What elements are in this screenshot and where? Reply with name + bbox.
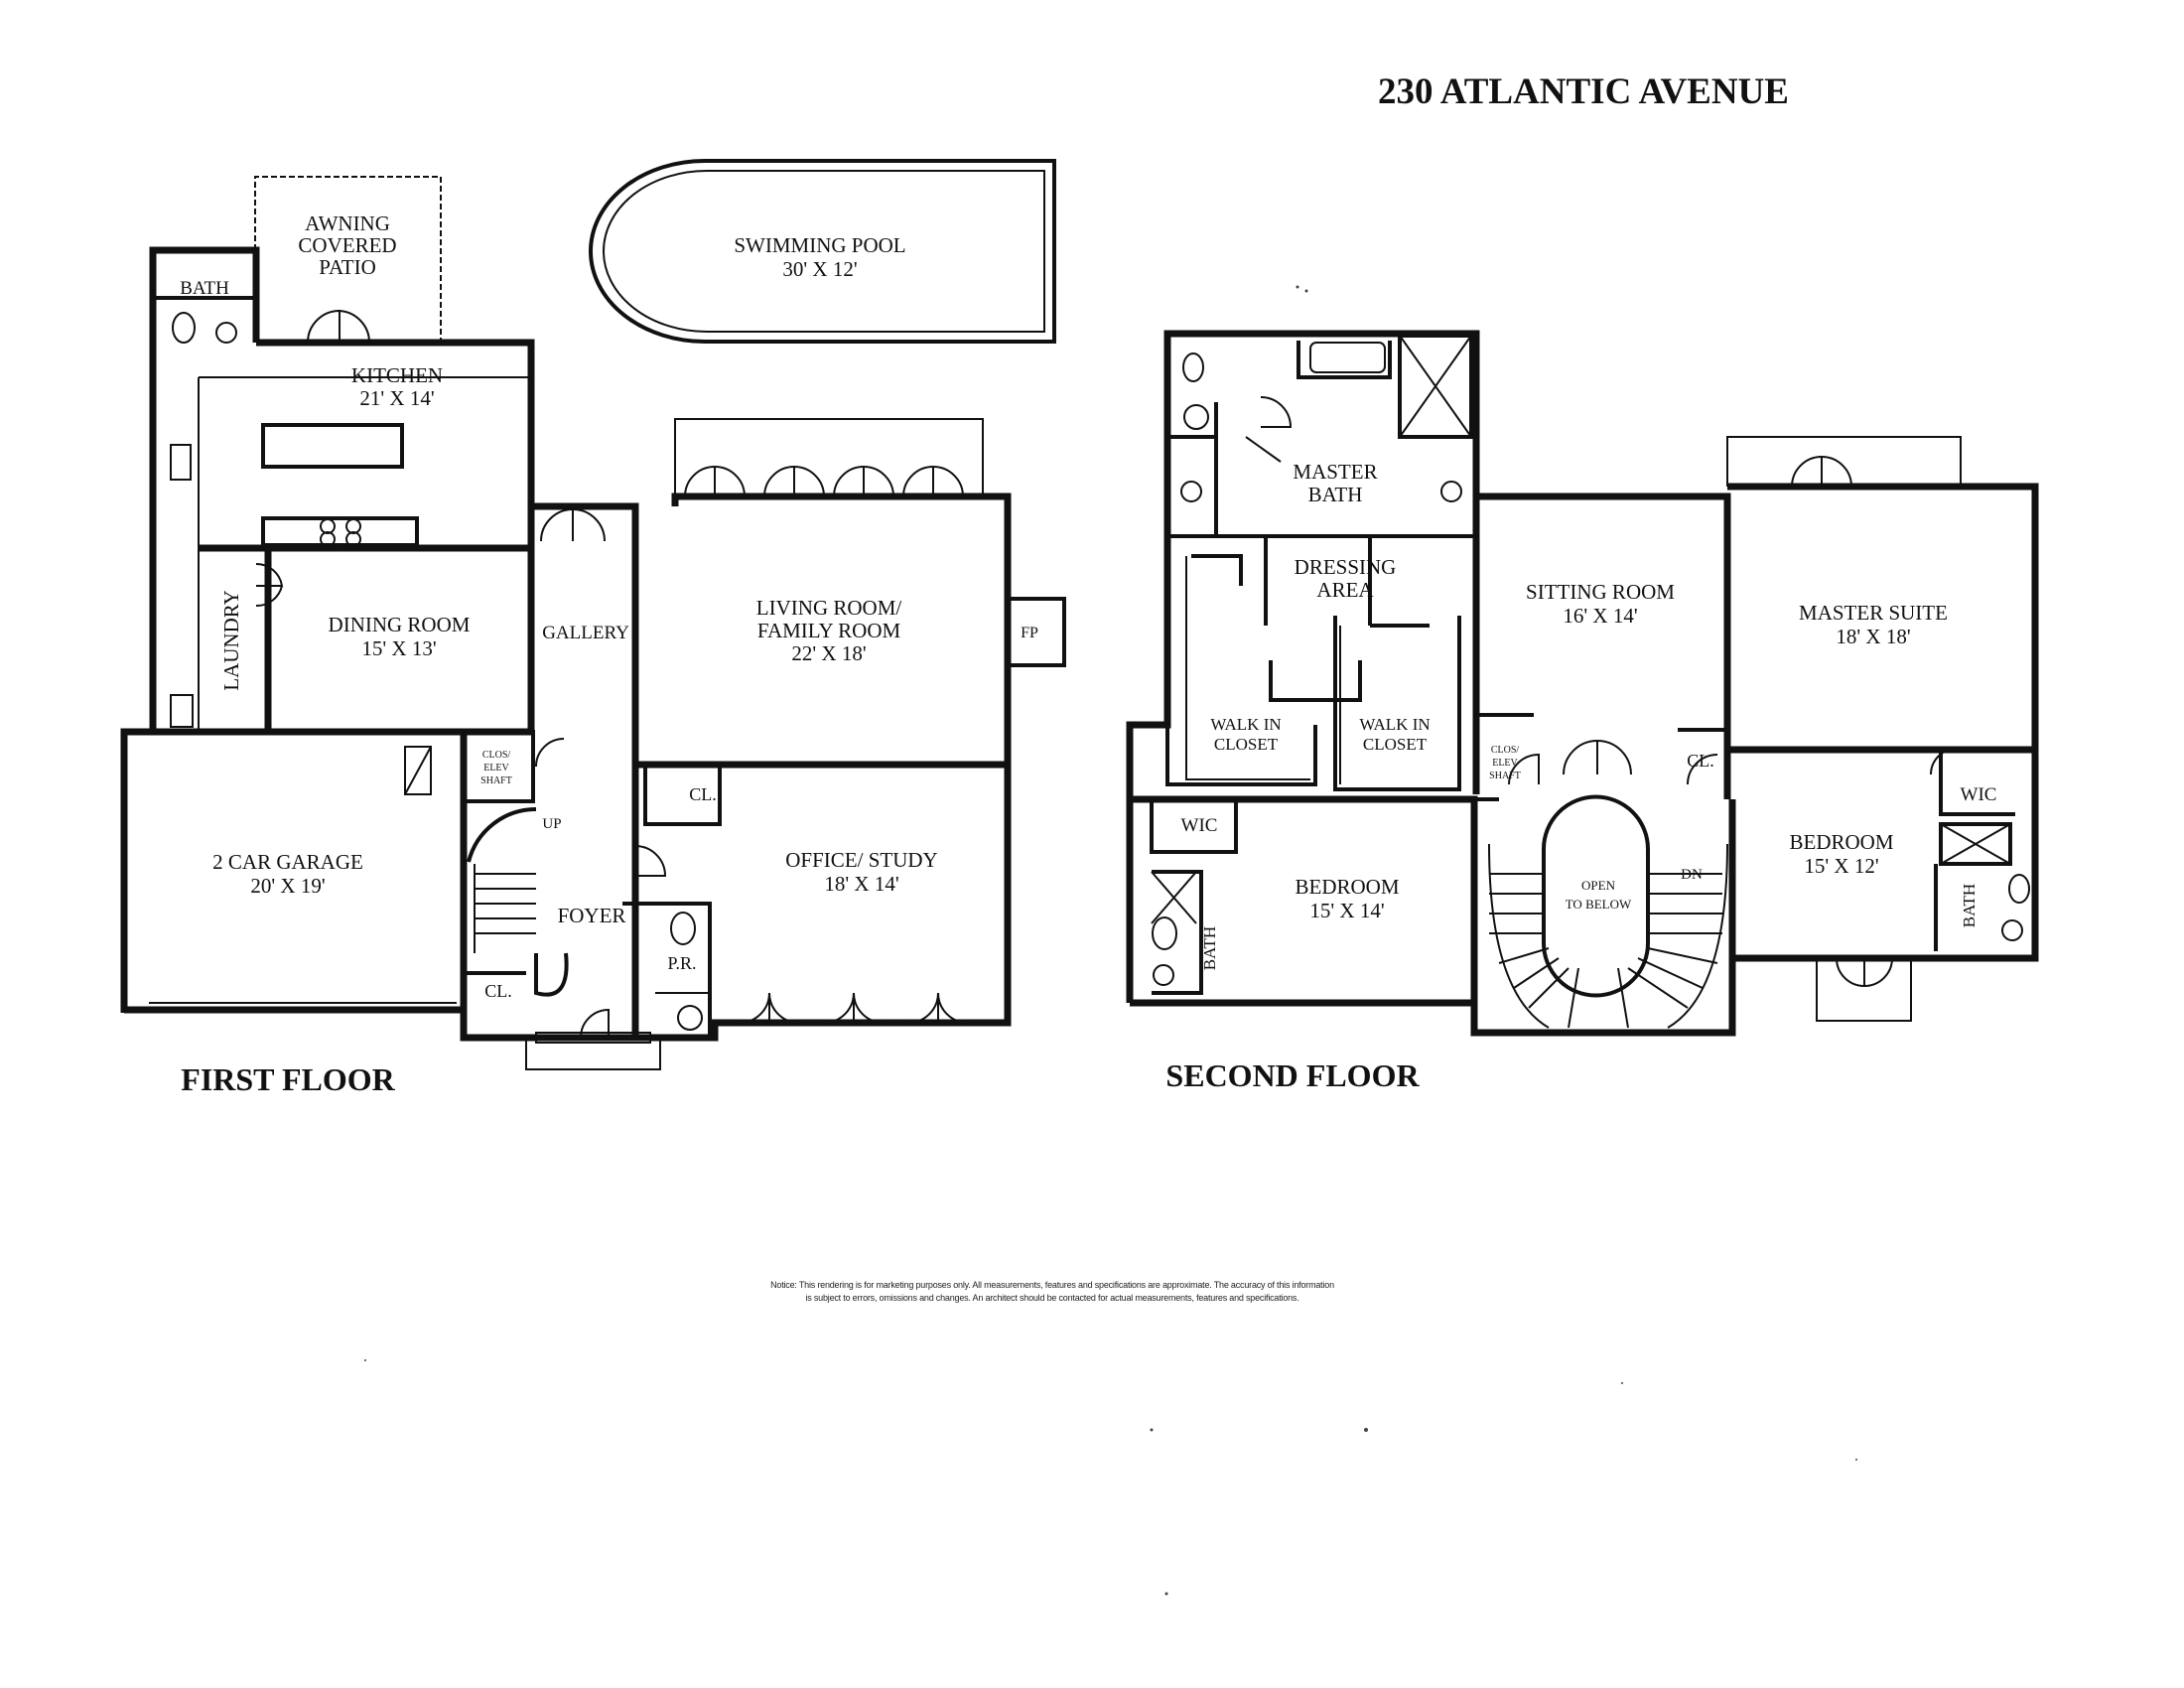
stair-down-label: DN: [1681, 867, 1703, 883]
master-suite-label: MASTER SUITE: [1799, 601, 1948, 625]
powder-room-label: P.R.: [667, 953, 696, 973]
closet-second-label: CL.: [1687, 751, 1714, 771]
garage-size: 20' X 19': [250, 874, 325, 898]
elev-label-line1: CLOS/: [482, 750, 511, 761]
elev2-label-line2: ELEV: [1492, 758, 1518, 769]
dining-label: DINING ROOM: [329, 613, 471, 636]
bath-label: BATH: [180, 278, 229, 299]
disclaimer-line-2: is subject to errors, omissions and chan…: [805, 1293, 1299, 1303]
master-bath-label-line1: MASTER: [1293, 460, 1377, 484]
bedroom-left-label: BEDROOM: [1295, 875, 1399, 899]
first-floor-labels: AWNING COVERED PATIO BATH KITCHEN 21' X …: [180, 211, 1038, 1001]
bedroom-right-size: 15' X 12': [1804, 854, 1878, 878]
office-size: 18' X 14': [824, 872, 898, 896]
sitting-label: SITTING ROOM: [1526, 580, 1675, 604]
elev2-label-line1: CLOS/: [1491, 745, 1520, 756]
disclaimer-line-1: Notice: This rendering is for marketing …: [770, 1280, 1334, 1290]
elev2-label-line3: SHAFT: [1489, 771, 1521, 781]
bedroom-right-label: BEDROOM: [1789, 830, 1893, 854]
patio-label-line3: PATIO: [319, 255, 376, 279]
kitchen-size: 21' X 14': [359, 386, 434, 410]
plan-title: 230 ATLANTIC AVENUE: [1378, 71, 1789, 112]
master-suite-size: 18' X 18': [1836, 625, 1910, 648]
walkin-left-label-line2: CLOSET: [1214, 735, 1279, 754]
dining-size: 15' X 13': [361, 636, 436, 660]
first-floor-walls: [120, 176, 1066, 1070]
dressing-label-line2: AREA: [1316, 578, 1374, 602]
pool-label-size: 30' X 12': [782, 257, 857, 281]
kitchen-label: KITCHEN: [351, 363, 443, 387]
fireplace-label: FP: [1021, 625, 1038, 641]
second-floor-caption: SECOND FLOOR: [1165, 1057, 1420, 1093]
bedroom-left-size: 15' X 14': [1309, 899, 1384, 922]
bath-left-label: BATH: [1200, 926, 1219, 970]
closet-foyer-label: CL.: [484, 981, 512, 1001]
elev-label-line3: SHAFT: [480, 775, 512, 786]
pool-label-name: SWIMMING POOL: [734, 233, 905, 257]
master-bath-label-line2: BATH: [1308, 483, 1363, 506]
wic-left-label: WIC: [1181, 815, 1218, 836]
first-floor-doors: [255, 309, 969, 1039]
patio-label-line1: AWNING: [305, 211, 390, 235]
living-label-line2: FAMILY ROOM: [757, 619, 901, 642]
living-size: 22' X 18': [791, 641, 866, 665]
bath-right-label: BATH: [1960, 884, 1979, 927]
dressing-label-line1: DRESSING: [1295, 555, 1397, 579]
second-floor-labels: MASTER BATH DRESSING AREA SITTING ROOM 1…: [1181, 460, 1997, 970]
stair-up-label: UP: [542, 816, 561, 832]
scan-specks: [364, 285, 1857, 1596]
living-label-line1: LIVING ROOM/: [756, 596, 902, 620]
first-floor-caption: FIRST FLOOR: [181, 1061, 395, 1097]
closet-office-label: CL.: [689, 784, 717, 804]
first-floor-fixtures: [170, 312, 703, 1031]
laundry-label: LAUNDRY: [219, 590, 243, 691]
second-floor-fixtures: [1152, 342, 2030, 986]
walkin-left-label-line1: WALK IN: [1210, 715, 1281, 734]
garage-label: 2 CAR GARAGE: [212, 850, 363, 874]
foyer-label: FOYER: [558, 904, 626, 927]
second-floor-doors: [1245, 396, 1958, 988]
office-label: OFFICE/ STUDY: [785, 848, 937, 872]
swimming-pool: [589, 159, 1056, 344]
disclaimer-notice: Notice: This rendering is for marketing …: [556, 1279, 1549, 1305]
gallery-label: GALLERY: [542, 623, 629, 643]
walkin-right-label-line2: CLOSET: [1363, 735, 1428, 754]
open-below-label-line1: OPEN: [1581, 878, 1616, 893]
patio-label-line2: COVERED: [298, 233, 396, 257]
second-floor-walls: [1126, 330, 2039, 1037]
sitting-size: 16' X 14': [1563, 604, 1637, 628]
wic-right-label: WIC: [1961, 784, 1997, 805]
elev-label-line2: ELEV: [483, 763, 509, 774]
walkin-right-label-line1: WALK IN: [1359, 715, 1430, 734]
open-below-label-line2: TO BELOW: [1566, 897, 1632, 912]
